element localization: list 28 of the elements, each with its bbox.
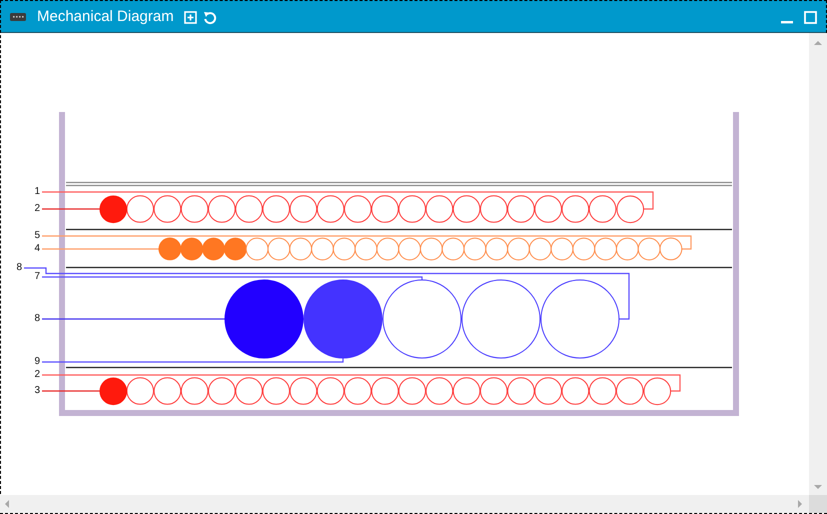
ball [98,376,128,406]
leader-line [42,248,160,250]
leader-line [42,276,423,280]
ball [540,279,620,359]
leader-line [42,358,344,363]
leader-line [24,267,630,320]
callout-number: 7 [34,271,40,283]
callout-number: 9 [34,356,40,368]
callout-number: 2 [34,203,40,215]
callout-number: 3 [34,385,40,397]
callout-number: 8 [34,313,40,325]
ball [158,237,182,261]
ball [224,279,304,359]
leader-line [42,208,100,210]
ball [303,279,383,359]
ball [382,279,462,359]
window-title: Mechanical Diagram [37,8,174,26]
ball [642,376,672,406]
callout-number: 2 [34,369,40,381]
callout-number: 5 [34,230,40,242]
callout-number: 1 [34,186,40,198]
callout-number: 4 [34,243,40,255]
ball [616,194,644,224]
leader-line [42,318,225,320]
callout-number: 8 [16,262,22,274]
leader-line [42,390,100,392]
ball [659,237,683,261]
ball [98,194,128,224]
